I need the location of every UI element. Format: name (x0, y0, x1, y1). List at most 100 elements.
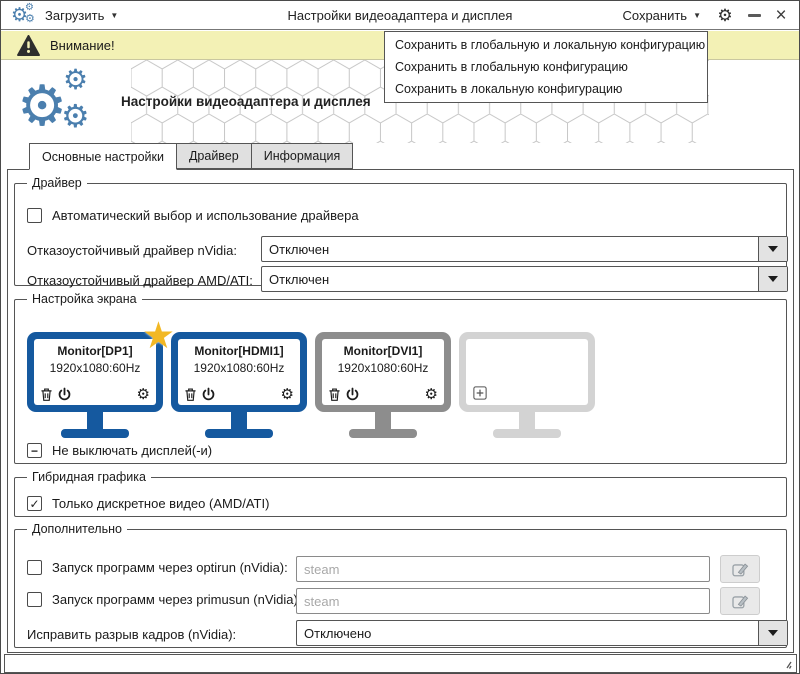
menu-item-save-global-local[interactable]: Сохранить в глобальную и локальную конфи… (395, 38, 706, 52)
nvidia-failsafe-value: Отключен (269, 241, 330, 257)
tearing-fix-label: Исправить разрыв кадров (nVidia): (27, 627, 237, 642)
save-dropdown-menu: Сохранить в глобальную и локальную конфи… (384, 31, 708, 103)
monitor-frame (459, 332, 595, 412)
power-icon[interactable] (57, 387, 72, 402)
edit-pencil-icon (731, 562, 748, 576)
discrete-only-checkbox[interactable]: ✓ (27, 496, 42, 511)
monitor-base (349, 429, 417, 438)
monitor-base (493, 429, 561, 438)
monitor-base (61, 429, 129, 438)
driver-group-legend: Драйвер (32, 176, 82, 190)
settings-gear-button[interactable]: ⚙ (713, 1, 737, 30)
monitor-stand (87, 412, 103, 429)
primusun-edit-button[interactable] (720, 587, 760, 615)
auto-driver-checkbox-row[interactable]: Автоматический выбор и использование дра… (27, 208, 359, 223)
dropdown-arrow-button[interactable] (758, 267, 787, 291)
menu-item-save-global[interactable]: Сохранить в глобальную конфигурацию (395, 60, 628, 74)
amd-failsafe-label: Отказоустойчивый драйвер AMD/ATI: (27, 273, 253, 288)
monitor-stand (231, 412, 247, 429)
optirun-checkbox[interactable] (27, 560, 42, 575)
trash-icon[interactable] (40, 387, 53, 402)
minimize-icon (747, 14, 761, 17)
power-icon[interactable] (345, 387, 360, 402)
menu-item-save-local[interactable]: Сохранить в локальную конфигурацию (395, 82, 623, 96)
gear-icon: ⚙ (11, 5, 29, 26)
monitor-hdmi1[interactable]: Monitor[HDMI1] 1920x1080:60Hz ⚙ (171, 332, 307, 438)
optirun-checkbox-row[interactable]: Запуск программ через optirun (nVidia): (27, 560, 288, 575)
amd-failsafe-select[interactable]: Отключен (261, 266, 788, 292)
monitor-actions: ⚙ (328, 387, 438, 402)
monitor-mode: 1920x1080:60Hz (337, 361, 429, 375)
driver-group: Драйвер Автоматический выбор и использов… (14, 176, 788, 292)
discrete-only-checkbox-row[interactable]: ✓ Только дискретное видео (AMD/ATI) (27, 496, 269, 511)
amd-failsafe-value: Отключен (269, 271, 330, 287)
tab-main-settings[interactable]: Основные настройки (29, 143, 177, 170)
main-panel: Драйвер Автоматический выбор и использов… (7, 169, 794, 653)
app-gears-icon: ⚙ ⚙ ⚙ (11, 3, 41, 28)
monitor-gear-icon[interactable]: ⚙ (136, 385, 150, 403)
primusun-checkbox[interactable] (27, 592, 42, 607)
monitor-dvi1[interactable]: Monitor[DVI1] 1920x1080:60Hz ⚙ (315, 332, 451, 438)
primusun-checkbox-row[interactable]: Запуск программ через primusun (nVidia): (27, 592, 301, 607)
gear-icon: ⚙ (25, 2, 34, 13)
load-button[interactable]: Загрузить ▼ (39, 1, 124, 30)
chevron-down-icon (768, 630, 778, 636)
dropdown-arrow-button[interactable] (758, 621, 787, 645)
dropdown-arrow-button[interactable] (758, 237, 787, 261)
add-monitor-icon[interactable] (473, 386, 487, 400)
tearing-fix-select[interactable]: Отключено (296, 620, 788, 646)
monitor-gear-icon[interactable]: ⚙ (280, 385, 294, 403)
keep-display-on-checkbox-row[interactable]: − Не выключать дисплей(-и) (27, 443, 212, 458)
chevron-down-icon: ▼ (693, 11, 701, 20)
tab-bar: Основные настройки Драйвер Информация (29, 143, 354, 170)
primusun-command-input[interactable] (296, 588, 710, 614)
status-bar (4, 654, 797, 673)
keep-display-on-checkbox[interactable]: − (27, 443, 42, 458)
optirun-command-input[interactable] (296, 556, 710, 582)
hybrid-group: Гибридная графика ✓ Только дискретное ви… (14, 470, 787, 517)
extra-group-legend: Дополнительно (32, 522, 122, 536)
monitor-add-slot[interactable] (459, 332, 595, 438)
power-icon[interactable] (201, 387, 216, 402)
app-logo-gears: ⚙ ⚙ ⚙ (17, 66, 109, 136)
monitor-screen: Monitor[HDMI1] 1920x1080:60Hz ⚙ (178, 339, 300, 405)
tearing-fix-value: Отключено (304, 625, 372, 641)
monitor-stand (519, 412, 535, 429)
close-icon: × (775, 4, 787, 26)
monitor-mode: 1920x1080:60Hz (193, 361, 285, 375)
save-button[interactable]: Сохранить ▼ (616, 1, 707, 30)
trash-icon[interactable] (184, 387, 197, 402)
resize-grip[interactable] (780, 658, 792, 670)
optirun-edit-button[interactable] (720, 555, 760, 583)
monitor-name: Monitor[DP1] (57, 344, 133, 358)
monitor-row: ★ Monitor[DP1] 1920x1080:60Hz ⚙ (27, 315, 595, 438)
monitor-name: Monitor[DVI1] (343, 344, 423, 358)
screen-group-legend: Настройка экрана (32, 292, 137, 306)
monitor-screen: Monitor[DP1] 1920x1080:60Hz ⚙ (34, 339, 156, 405)
monitor-dp1[interactable]: ★ Monitor[DP1] 1920x1080:60Hz ⚙ (27, 315, 175, 438)
monitor-name: Monitor[HDMI1] (194, 344, 284, 358)
gear-icon: ⚙ (63, 64, 89, 95)
monitor-frame: Monitor[DP1] 1920x1080:60Hz ⚙ (27, 332, 163, 412)
monitor-mode: 1920x1080:60Hz (49, 361, 141, 375)
tab-driver[interactable]: Драйвер (175, 143, 252, 169)
save-button-label: Сохранить (622, 8, 688, 23)
monitor-screen (466, 339, 588, 405)
tab-information[interactable]: Информация (250, 143, 354, 169)
auto-driver-label: Автоматический выбор и использование дра… (52, 208, 359, 223)
auto-driver-checkbox[interactable] (27, 208, 42, 223)
nvidia-failsafe-select[interactable]: Отключен (261, 236, 788, 262)
monitor-frame: Monitor[DVI1] 1920x1080:60Hz ⚙ (315, 332, 451, 412)
edit-pencil-icon (731, 594, 748, 608)
trash-icon[interactable] (328, 387, 341, 402)
screen-group: Настройка экрана ★ Monitor[DP1] 1920x108… (14, 292, 787, 464)
monitor-gear-icon[interactable]: ⚙ (424, 385, 438, 403)
optirun-label: Запуск программ через optirun (nVidia): (52, 560, 288, 575)
minimize-button[interactable] (743, 1, 765, 30)
close-button[interactable]: × (769, 1, 793, 30)
monitor-screen: Monitor[DVI1] 1920x1080:60Hz ⚙ (322, 339, 444, 405)
gear-icon: ⚙ (25, 13, 35, 25)
gear-icon: ⚙ (717, 5, 733, 25)
monitor-base (205, 429, 273, 438)
